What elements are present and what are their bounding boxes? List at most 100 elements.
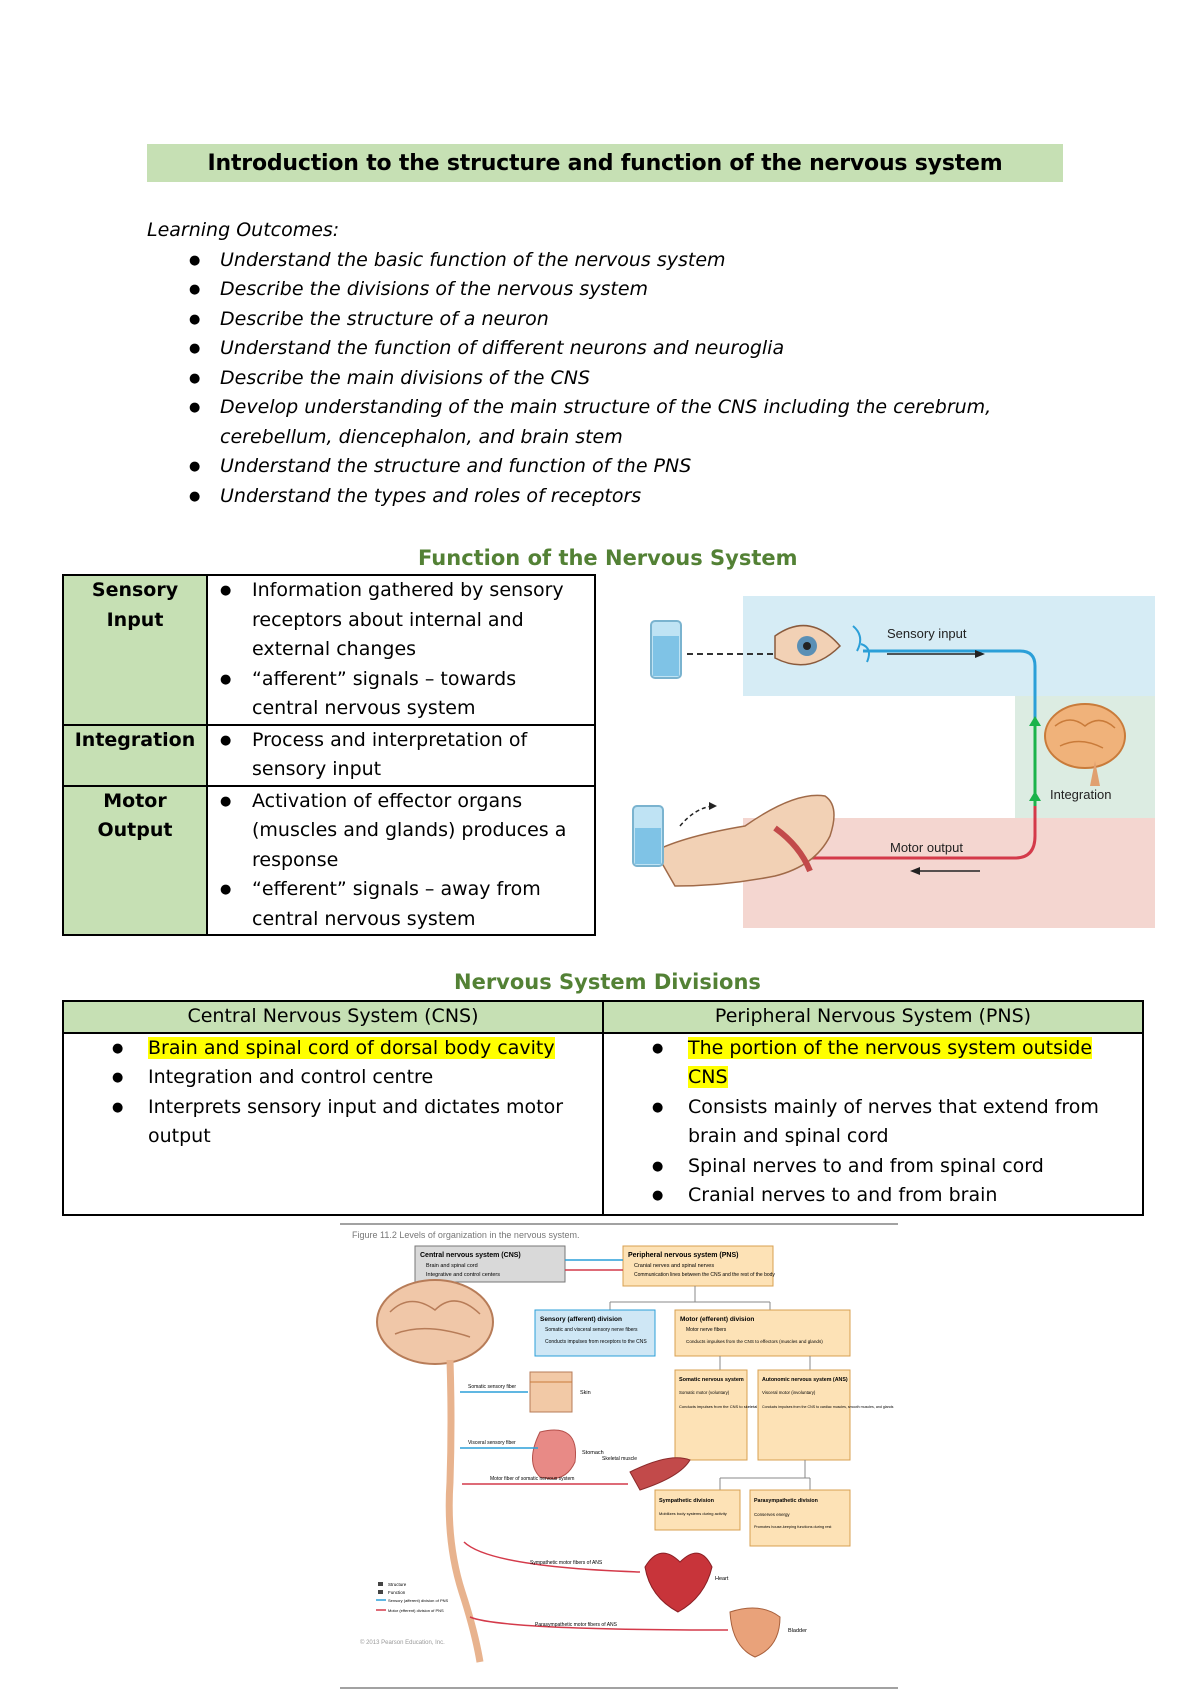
eye-icon	[774, 624, 842, 666]
pns-header: Peripheral Nervous System (PNS)	[602, 1000, 1144, 1034]
table-row: Integration Process and interpretation o…	[62, 723, 596, 787]
svg-text:Somatic motor (voluntary): Somatic motor (voluntary)	[679, 1390, 730, 1395]
svg-text:Integrative and control center: Integrative and control centers	[426, 1272, 500, 1278]
copyright-text: © 2013 Pearson Education, Inc.	[360, 1639, 445, 1646]
list-item: Develop understanding of the main struct…	[187, 393, 1047, 452]
list-item: The portion of the nervous system outsid…	[652, 1034, 1136, 1093]
list-item: Consists mainly of nerves that extend fr…	[652, 1093, 1136, 1152]
list-item: Understand the types and roles of recept…	[187, 482, 1047, 512]
learning-outcomes: Learning Outcomes: Understand the basic …	[147, 216, 1047, 511]
cns-cell: Brain and spinal cord of dorsal body cav…	[62, 1031, 604, 1216]
glass-in-hand-icon	[632, 805, 664, 867]
function-heading: Function of the Nervous System	[418, 546, 798, 570]
somatic-system-box: Somatic nervous system Somatic motor (vo…	[674, 1369, 773, 1461]
list-item: Activation of effector organs (muscles a…	[220, 787, 588, 876]
list-item: Describe the divisions of the nervous sy…	[187, 275, 1047, 305]
motor-fiber-label: Motor fiber of somatic nervous system	[490, 1476, 574, 1482]
heart-icon	[644, 1552, 713, 1613]
skin-icon	[529, 1371, 573, 1413]
sensory-division-box: Sensory (afferent) division Somatic and …	[534, 1309, 656, 1357]
list-item: Understand the basic function of the ner…	[187, 246, 1047, 276]
row-content: Information gathered by sensory receptor…	[206, 574, 596, 726]
skeletal-muscle-icon	[629, 1457, 691, 1491]
list-item: Brain and spinal cord of dorsal body cav…	[112, 1034, 596, 1064]
autonomic-system-box: Autonomic nervous system (ANS) Visceral …	[757, 1369, 894, 1461]
parasympathetic-fibers-label: Parasympathetic motor fibers of ANS	[535, 1622, 618, 1628]
sensory-input-label: Sensory input	[887, 626, 967, 641]
svg-text:Function: Function	[388, 1590, 406, 1595]
heart-label: Heart	[715, 1576, 729, 1582]
list-item: Cranial nerves to and from brain	[652, 1181, 1136, 1211]
skin-label: Skin	[580, 1390, 591, 1396]
spinal-cord	[445, 1359, 484, 1663]
row-content: Activation of effector organs (muscles a…	[206, 784, 596, 936]
somatic-sensory-label: Somatic sensory fiber	[468, 1384, 516, 1390]
figure-legend: Structure Function Sensory (afferent) di…	[360, 1582, 449, 1646]
row-label: Motor Output	[62, 784, 208, 936]
table-row: Motor Output Activation of effector orga…	[62, 784, 596, 936]
list-item: Information gathered by sensory receptor…	[220, 576, 588, 665]
visceral-sensory-label: Visceral sensory fiber	[468, 1440, 516, 1446]
glass-icon	[650, 620, 682, 679]
svg-text:Sensory (afferent) division of: Sensory (afferent) division of PNS	[388, 1598, 449, 1603]
list-item: Interprets sensory input and dictates mo…	[112, 1093, 596, 1152]
stomach-label: Stomach	[582, 1450, 604, 1456]
svg-text:Brain and spinal cord: Brain and spinal cord	[426, 1263, 478, 1269]
svg-text:Peripheral nervous system (PNS: Peripheral nervous system (PNS)	[628, 1252, 739, 1259]
function-table: Sensory Input Information gathered by se…	[62, 574, 596, 936]
row-label: Sensory Input	[62, 574, 208, 726]
list-item: Understand the structure and function of…	[187, 452, 1047, 482]
cns-box: Central nervous system (CNS) Brain and s…	[414, 1245, 566, 1283]
organization-figure: Figure 11.2 Levels of organization in th…	[340, 1223, 898, 1689]
svg-text:Sensory (afferent) division: Sensory (afferent) division	[540, 1316, 622, 1323]
svg-text:Conserves energy: Conserves energy	[754, 1512, 790, 1517]
brain-icon	[376, 1279, 494, 1365]
title-bar: Introduction to the structure and functi…	[147, 144, 1063, 182]
motor-output-label: Motor output	[890, 840, 963, 855]
table-row: Brain and spinal cord of dorsal body cav…	[62, 1031, 1144, 1216]
svg-text:Sympathetic division: Sympathetic division	[659, 1498, 715, 1504]
list-item: Process and interpretation of sensory in…	[220, 726, 588, 785]
list-item: Integration and control centre	[112, 1063, 596, 1093]
list-item: Spinal nerves to and from spinal cord	[652, 1152, 1136, 1182]
motor-division-box: Motor (efferent) division Motor nerve fi…	[674, 1309, 851, 1357]
parasympathetic-division-box: Parasympathetic division Conserves energ…	[749, 1489, 851, 1547]
learning-outcomes-list: Understand the basic function of the ner…	[147, 246, 1047, 512]
sympathetic-division-box: Sympathetic division Mobilizes body syst…	[654, 1489, 741, 1531]
svg-text:Promotes house-keeping functio: Promotes house-keeping functions during …	[754, 1525, 832, 1529]
list-item: Understand the function of different neu…	[187, 334, 1047, 364]
arm-icon	[653, 794, 835, 887]
list-item: Describe the main divisions of the CNS	[187, 364, 1047, 394]
svg-text:Mobilizes body systems during: Mobilizes body systems during activity	[659, 1511, 727, 1516]
svg-text:Conducts impulses from the CNS: Conducts impulses from the CNS to effect…	[686, 1339, 823, 1344]
svg-text:Structure: Structure	[388, 1582, 407, 1587]
brain-icon	[1044, 703, 1126, 786]
stomach-icon	[532, 1429, 577, 1480]
svg-text:Communication lines between th: Communication lines between the CNS and …	[634, 1272, 775, 1278]
sympathetic-fibers-label: Sympathetic motor fibers of ANS	[530, 1560, 603, 1566]
row-content: Process and interpretation of sensory in…	[206, 723, 596, 787]
document-title: Introduction to the structure and functi…	[207, 150, 1003, 176]
pns-box: Peripheral nervous system (PNS) Cranial …	[622, 1245, 775, 1287]
figure-caption: Figure 11.2 Levels of organization in th…	[352, 1230, 579, 1240]
svg-text:Motor (efferent) division: Motor (efferent) division	[680, 1316, 754, 1323]
svg-text:Autonomic nervous system (ANS): Autonomic nervous system (ANS)	[762, 1377, 848, 1383]
skeletal-muscle-label: Skeletal muscle	[602, 1456, 637, 1462]
learning-outcomes-heading: Learning Outcomes:	[147, 219, 340, 241]
bladder-icon	[729, 1607, 781, 1658]
integration-label: Integration	[1050, 787, 1111, 802]
table-row: Sensory Input Information gathered by se…	[62, 574, 596, 726]
svg-text:Conducts impulses from the CNS: Conducts impulses from the CNS to cardia…	[762, 1405, 894, 1409]
row-label: Integration	[62, 723, 208, 787]
svg-text:Motor nerve fibers: Motor nerve fibers	[686, 1327, 727, 1333]
nervous-function-figure: Sensory input Integration Motor output	[632, 596, 1155, 928]
svg-text:Conducts impulses from the CNS: Conducts impulses from the CNS to skelet…	[679, 1404, 773, 1409]
list-item: “afferent” signals – towards central ner…	[220, 665, 588, 724]
svg-text:Somatic and visceral sensory n: Somatic and visceral sensory nerve fiber…	[545, 1327, 638, 1333]
list-item: “efferent” signals – away from central n…	[220, 875, 588, 934]
list-item: Describe the structure of a neuron	[187, 305, 1047, 335]
table-header-row: Central Nervous System (CNS) Peripheral …	[62, 1000, 1144, 1034]
svg-text:Cranial nerves and spinal nerv: Cranial nerves and spinal nerves	[634, 1263, 714, 1269]
svg-text:Parasympathetic division: Parasympathetic division	[754, 1498, 818, 1504]
svg-text:Motor (efferent) division of P: Motor (efferent) division of PNS	[388, 1608, 444, 1613]
